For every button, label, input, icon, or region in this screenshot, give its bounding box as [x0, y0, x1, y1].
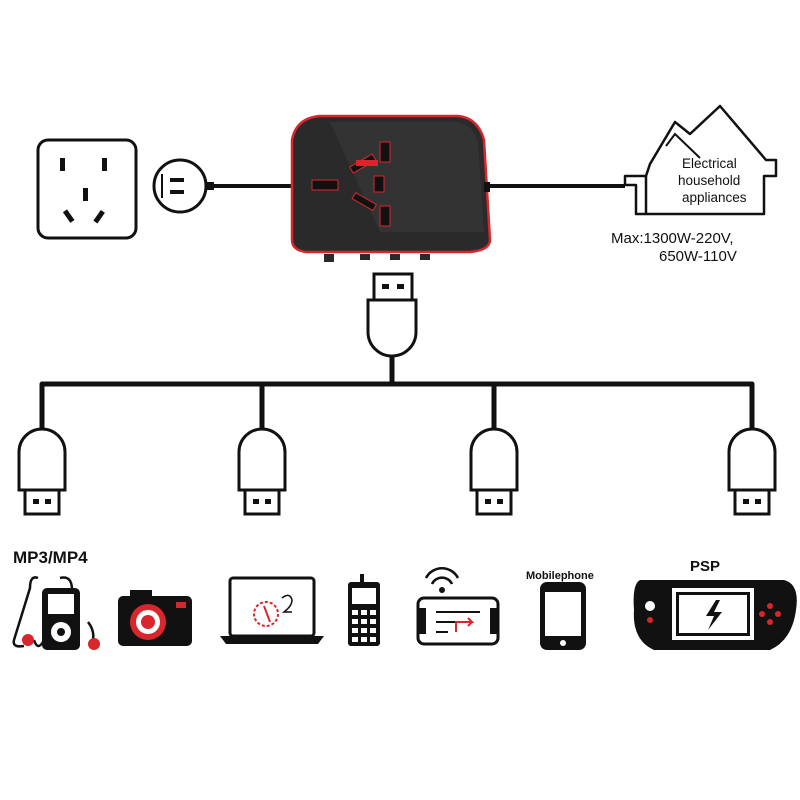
max-rating-line2: 650W-110V — [659, 248, 737, 265]
travel-adapter-icon — [290, 114, 492, 262]
house-label-line3: appliances — [682, 190, 747, 205]
usb-plug-icon — [237, 427, 287, 516]
usb-hub-cables — [39, 356, 755, 430]
wifi-tablet-icon — [416, 567, 500, 646]
camera-icon — [118, 590, 192, 646]
psp-console-icon — [633, 580, 797, 650]
cellphone-icon — [348, 574, 380, 646]
plug-icon — [152, 158, 214, 214]
wall-socket-icon — [36, 138, 138, 240]
psp-label: PSP — [690, 558, 721, 575]
max-rating-line1: Max:1300W-220V, — [611, 230, 734, 247]
smartphone-icon — [540, 582, 586, 650]
mp3-label: MP3/MP4 — [13, 548, 88, 567]
house-icon — [623, 104, 778, 216]
mobilephone-label: Mobilephone — [526, 570, 594, 582]
usb-plug-icon — [469, 427, 519, 516]
house-label-line1: Electrical — [682, 156, 737, 171]
usb-plug-icon — [17, 427, 67, 516]
laptop-icon — [220, 576, 324, 644]
usb-plug-icon — [366, 272, 418, 358]
usb-plug-icon — [727, 427, 777, 516]
mp3-player-icon — [12, 576, 100, 650]
house-label-line2: household — [678, 173, 741, 188]
